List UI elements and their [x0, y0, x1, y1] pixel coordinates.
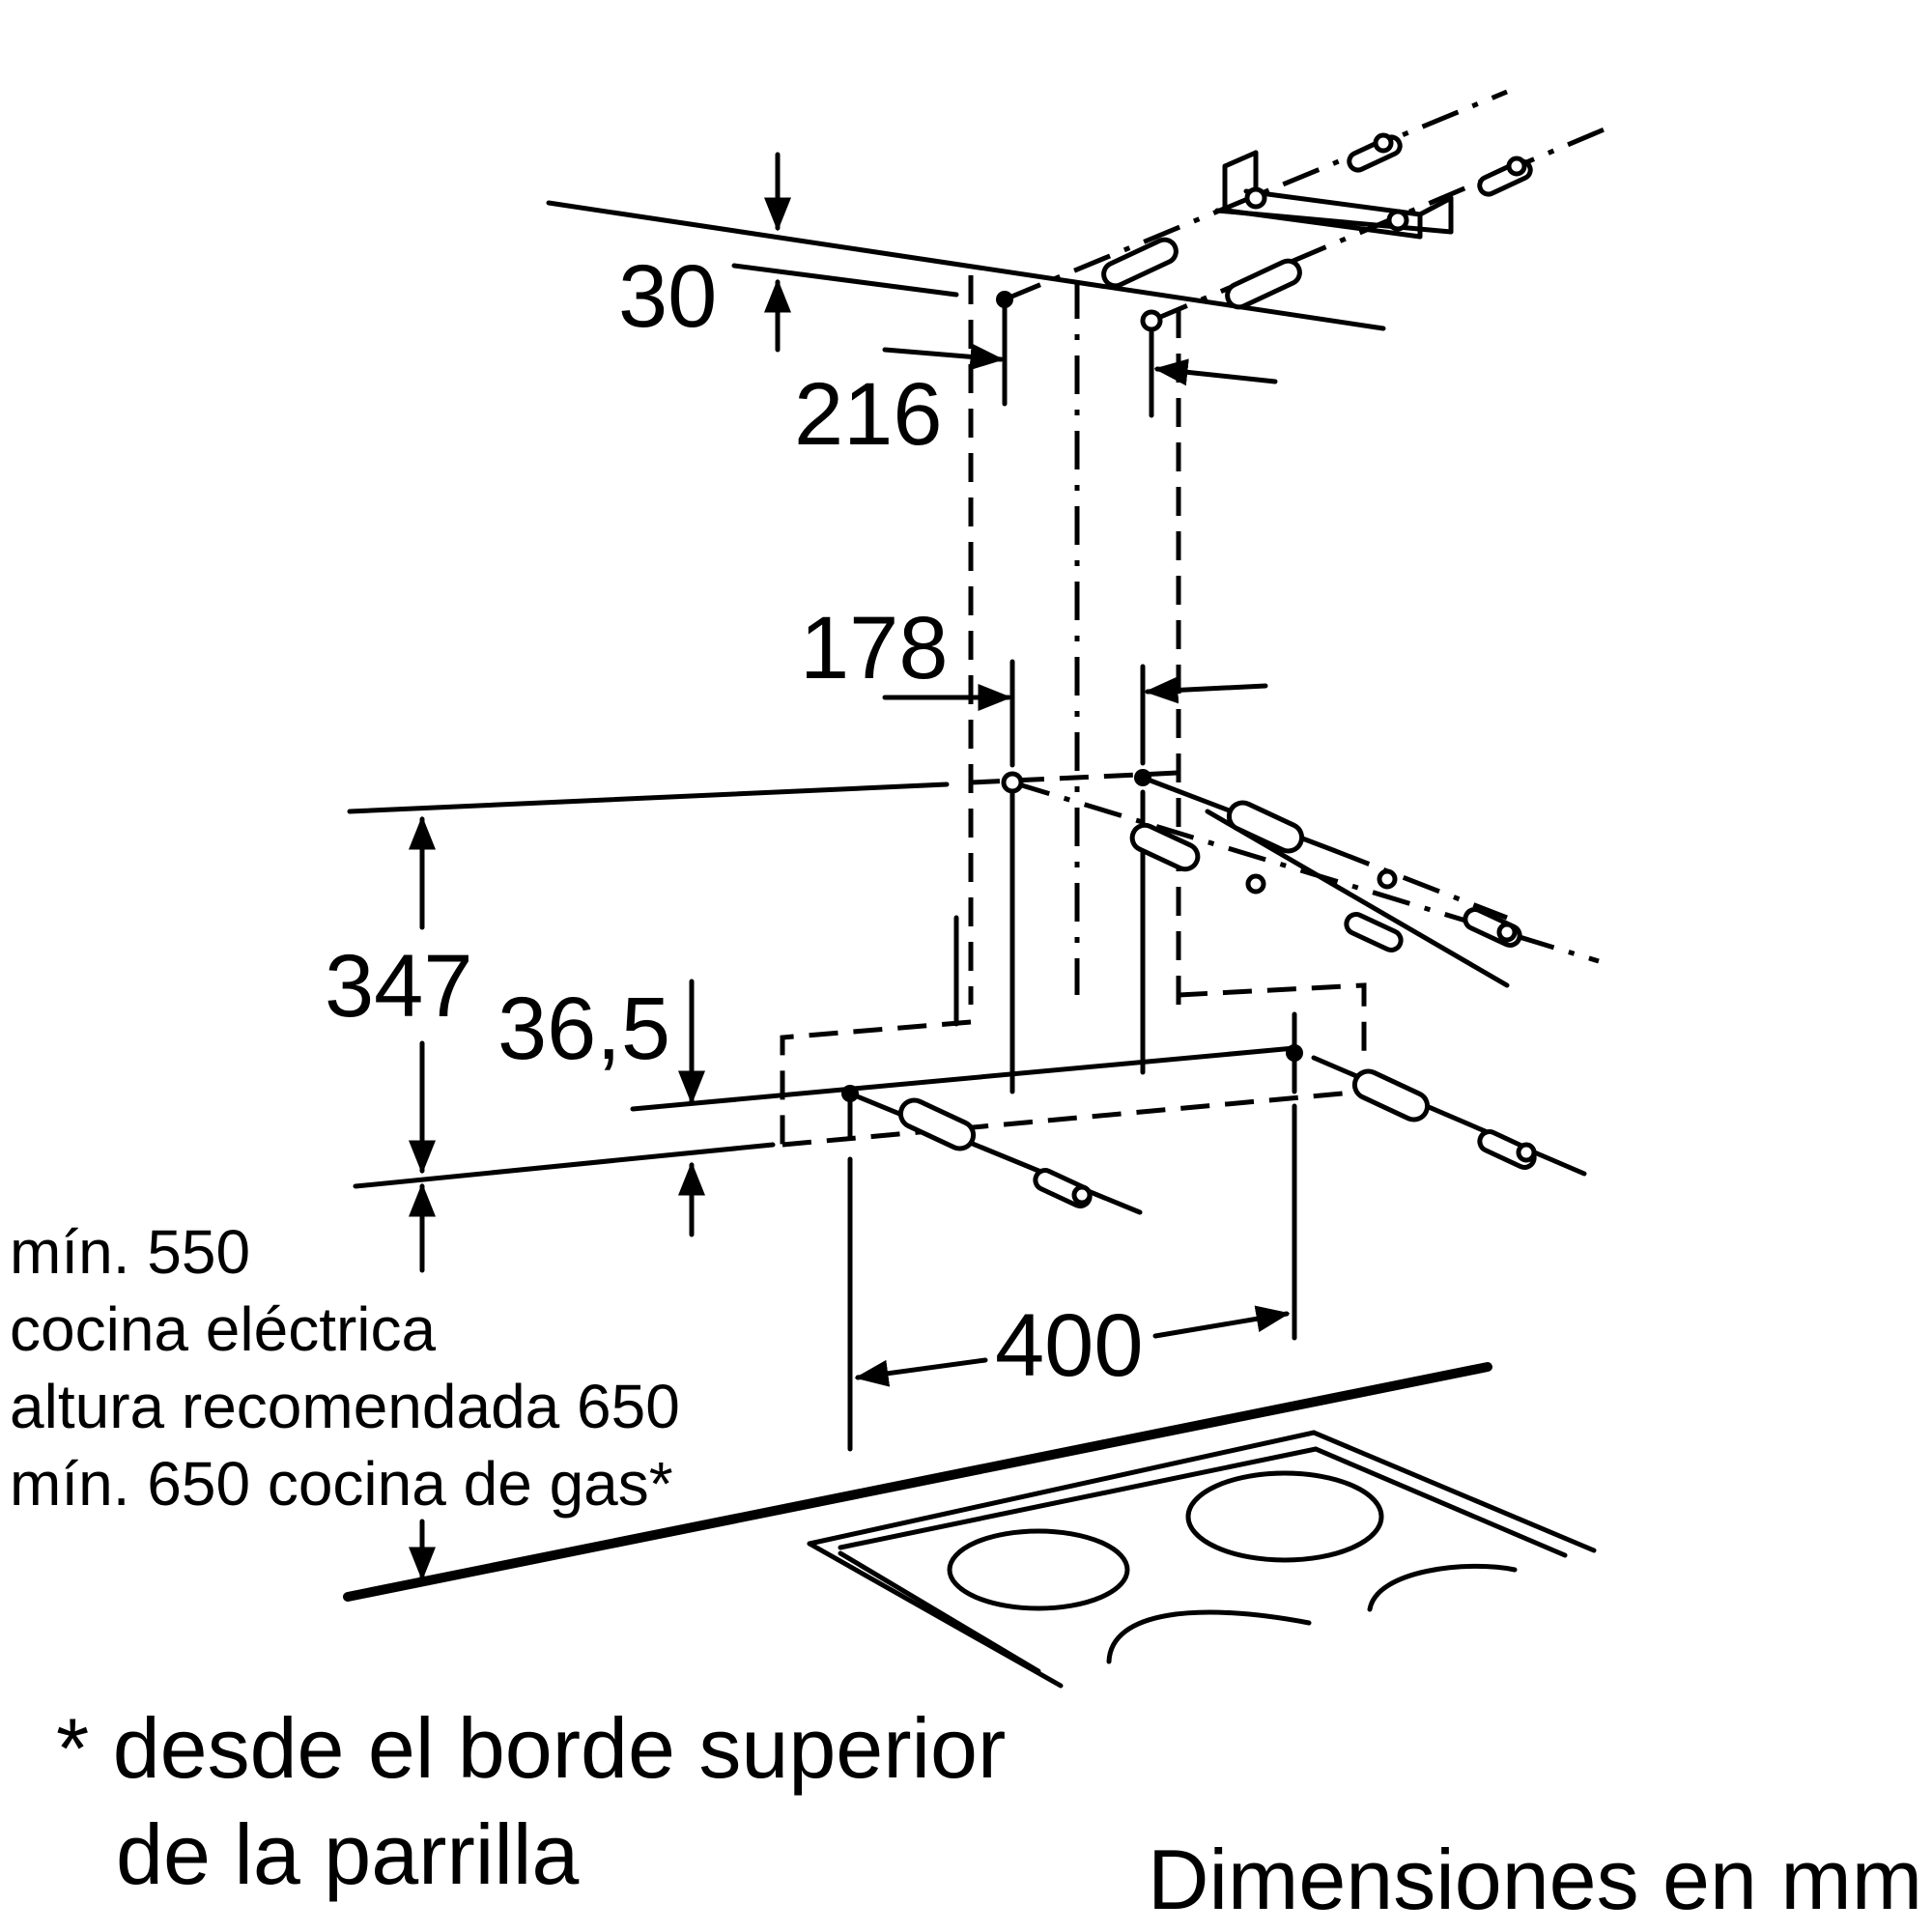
- burner-back-left: [1367, 1563, 1518, 1612]
- footnote-line-1: * desde el borde superior: [56, 1700, 1006, 1796]
- lower-bracket-hardware: [353, 982, 1587, 1215]
- dim-216-arrows: [882, 343, 1278, 386]
- dim-bracket-height-label: 347: [325, 937, 473, 1036]
- dim-lower-hole-distance-label: 400: [995, 1296, 1144, 1395]
- footnote-line-2: de la parrilla: [116, 1806, 579, 1902]
- note-electric-cooktop: cocina eléctrica: [10, 1294, 437, 1364]
- note-min-550: mín. 550: [10, 1217, 250, 1287]
- upper-bracket-hardware: [996, 89, 1614, 332]
- burner-back-right: [1185, 1470, 1384, 1563]
- burner-front-right: [1106, 1609, 1312, 1664]
- dim-lower-hole-spacing-label: 178: [800, 599, 949, 697]
- dim-lower-offset-label: 36,5: [497, 980, 670, 1078]
- middle-bracket-hardware: [347, 769, 1600, 988]
- chimney-duct: [953, 275, 1181, 1094]
- dim-top-offset-label: 30: [618, 247, 717, 346]
- units-label: Dimensiones en mm: [1148, 1832, 1922, 1927]
- dim-upper-hole-spacing-label: 216: [794, 365, 943, 464]
- dim-400-lines: [847, 1103, 1297, 1452]
- note-recommended-height: altura recomendada 650: [10, 1372, 680, 1441]
- dim-178-arrows: [882, 676, 1268, 711]
- burner-front-left: [947, 1528, 1130, 1611]
- note-gas-cooktop: mín. 650 cocina de gas*: [10, 1449, 673, 1519]
- cooktop: [343, 1362, 1597, 1689]
